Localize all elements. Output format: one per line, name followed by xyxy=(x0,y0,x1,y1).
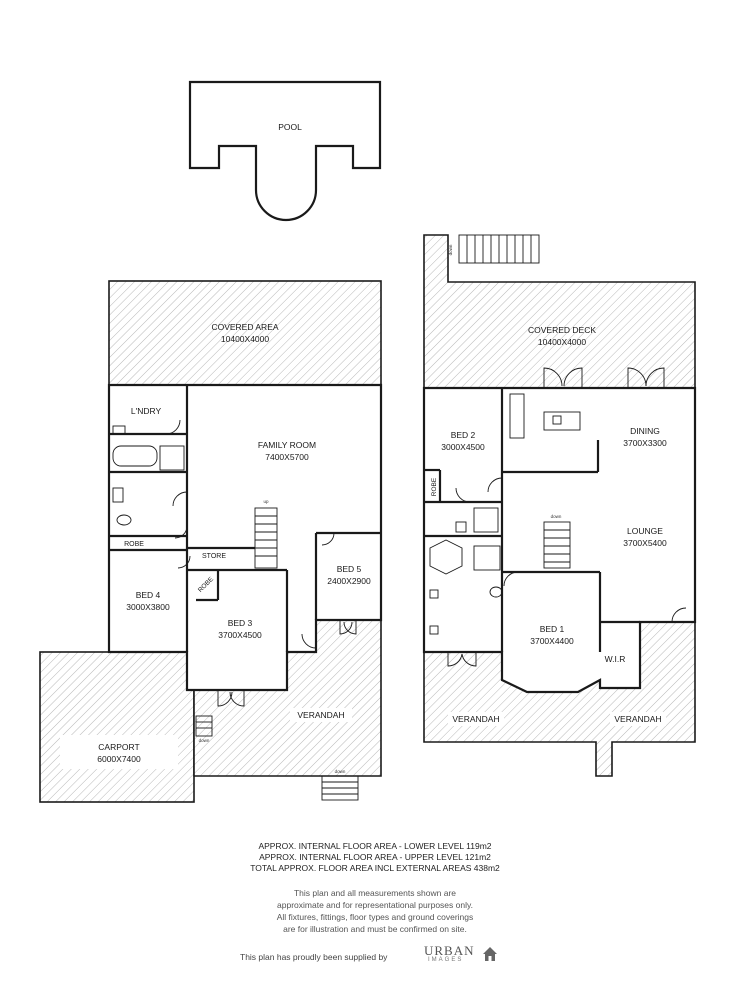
toilet-lower xyxy=(116,514,132,526)
steps-upper-top: down xyxy=(448,234,540,264)
staircase-lower: up xyxy=(254,499,278,569)
stair-down-label: down xyxy=(335,769,346,774)
stair-down2-label: down xyxy=(199,738,210,743)
house-icon xyxy=(483,947,497,961)
laundry-label: L'NDRY xyxy=(131,406,162,416)
wir-label: W.I.R xyxy=(605,654,626,664)
area-total: TOTAL APPROX. FLOOR AREA INCL EXTERNAL A… xyxy=(250,863,500,873)
bed2-label: BED 2 xyxy=(451,430,476,440)
urban-images-logo: URBAN IMAGES xyxy=(424,944,504,970)
family-room-dims: 7400X5700 xyxy=(265,452,309,462)
robe-upper-label: ROBE xyxy=(431,477,438,496)
kitchen-island xyxy=(543,411,581,431)
disclaimer-line-2: approximate and for representational pur… xyxy=(277,900,473,910)
covered-deck-label: COVERED DECK xyxy=(528,325,596,335)
store-label: STORE xyxy=(202,553,226,560)
carport-label: CARPORT xyxy=(98,742,139,752)
verandah-label: VERANDAH xyxy=(297,710,344,720)
disclaimer: This plan and all measurements shown are… xyxy=(0,887,750,935)
disclaimer-line-4: are for illustration and must be confirm… xyxy=(283,924,467,934)
covered-area-lower xyxy=(108,280,382,386)
front-steps-lower: down xyxy=(321,769,359,801)
side-steps-lower: down xyxy=(195,715,213,743)
vanity-upper xyxy=(455,521,467,533)
bed5-dims: 2400X2900 xyxy=(327,576,371,586)
logo-sub: IMAGES xyxy=(428,957,464,963)
area-lower-level: APPROX. INTERNAL FLOOR AREA - LOWER LEVE… xyxy=(258,841,492,851)
stair-down-upper-label: down xyxy=(448,244,453,255)
dining-label: DINING xyxy=(630,426,660,436)
carport-dims: 6000X7400 xyxy=(97,754,141,764)
staircase-upper: down xyxy=(543,514,571,569)
dining-dims: 3700X3300 xyxy=(623,438,667,448)
stair-down2-upper-label: down xyxy=(551,514,562,519)
bed4-label: BED 4 xyxy=(136,590,161,600)
bed1-dims: 3700X4400 xyxy=(530,636,574,646)
verandah-right-label: VERANDAH xyxy=(614,714,661,724)
lounge-label: LOUNGE xyxy=(627,526,663,536)
disclaimer-line-1: This plan and all measurements shown are xyxy=(293,888,457,898)
disclaimer-line-3: All fixtures, fittings, floor types and … xyxy=(276,912,474,922)
covered-area-label: COVERED AREA xyxy=(211,322,278,332)
lounge-dims: 3700X5400 xyxy=(623,538,667,548)
pool-label: POOL xyxy=(278,122,302,132)
covered-deck-dims: 10400X4000 xyxy=(538,337,586,347)
robe-label: ROBE xyxy=(124,541,144,548)
bed5-label: BED 5 xyxy=(337,564,362,574)
covered-area-dims: 10400X4000 xyxy=(221,334,269,344)
supplied-by-text: This plan has proudly been supplied by xyxy=(240,952,388,962)
laundry-tub xyxy=(112,425,126,435)
bathtub-upper xyxy=(429,539,463,575)
bed1-label: BED 1 xyxy=(540,624,565,634)
toilet-upper xyxy=(489,586,503,598)
bathtub-lower xyxy=(112,445,158,467)
bed3-dims: 3700X4500 xyxy=(218,630,262,640)
vanity-lower xyxy=(112,487,124,503)
shower-upper-2 xyxy=(473,545,501,571)
upper-level-plan: COVERED DECK 10400X4000 down VERANDAH VE… xyxy=(422,234,697,777)
bed3-label: BED 3 xyxy=(228,618,253,628)
stair-up-label: up xyxy=(263,499,269,504)
lower-level-plan: COVERED AREA 10400X4000 CARPORT 6000X740… xyxy=(39,280,383,803)
pool: POOL xyxy=(188,80,382,222)
shower-lower xyxy=(159,445,185,471)
bed2-dims: 3000X4500 xyxy=(441,442,485,452)
kitchen-bench xyxy=(509,393,525,439)
area-upper-level: APPROX. INTERNAL FLOOR AREA - UPPER LEVE… xyxy=(259,852,491,862)
family-room-label: FAMILY ROOM xyxy=(258,440,316,450)
logo-name: URBAN xyxy=(424,943,475,958)
area-summary: APPROX. INTERNAL FLOOR AREA - LOWER LEVE… xyxy=(0,841,750,874)
verandah-left-label: VERANDAH xyxy=(452,714,499,724)
carport xyxy=(39,651,195,803)
shower-upper xyxy=(473,507,499,533)
bed4-dims: 3000X3800 xyxy=(126,602,170,612)
